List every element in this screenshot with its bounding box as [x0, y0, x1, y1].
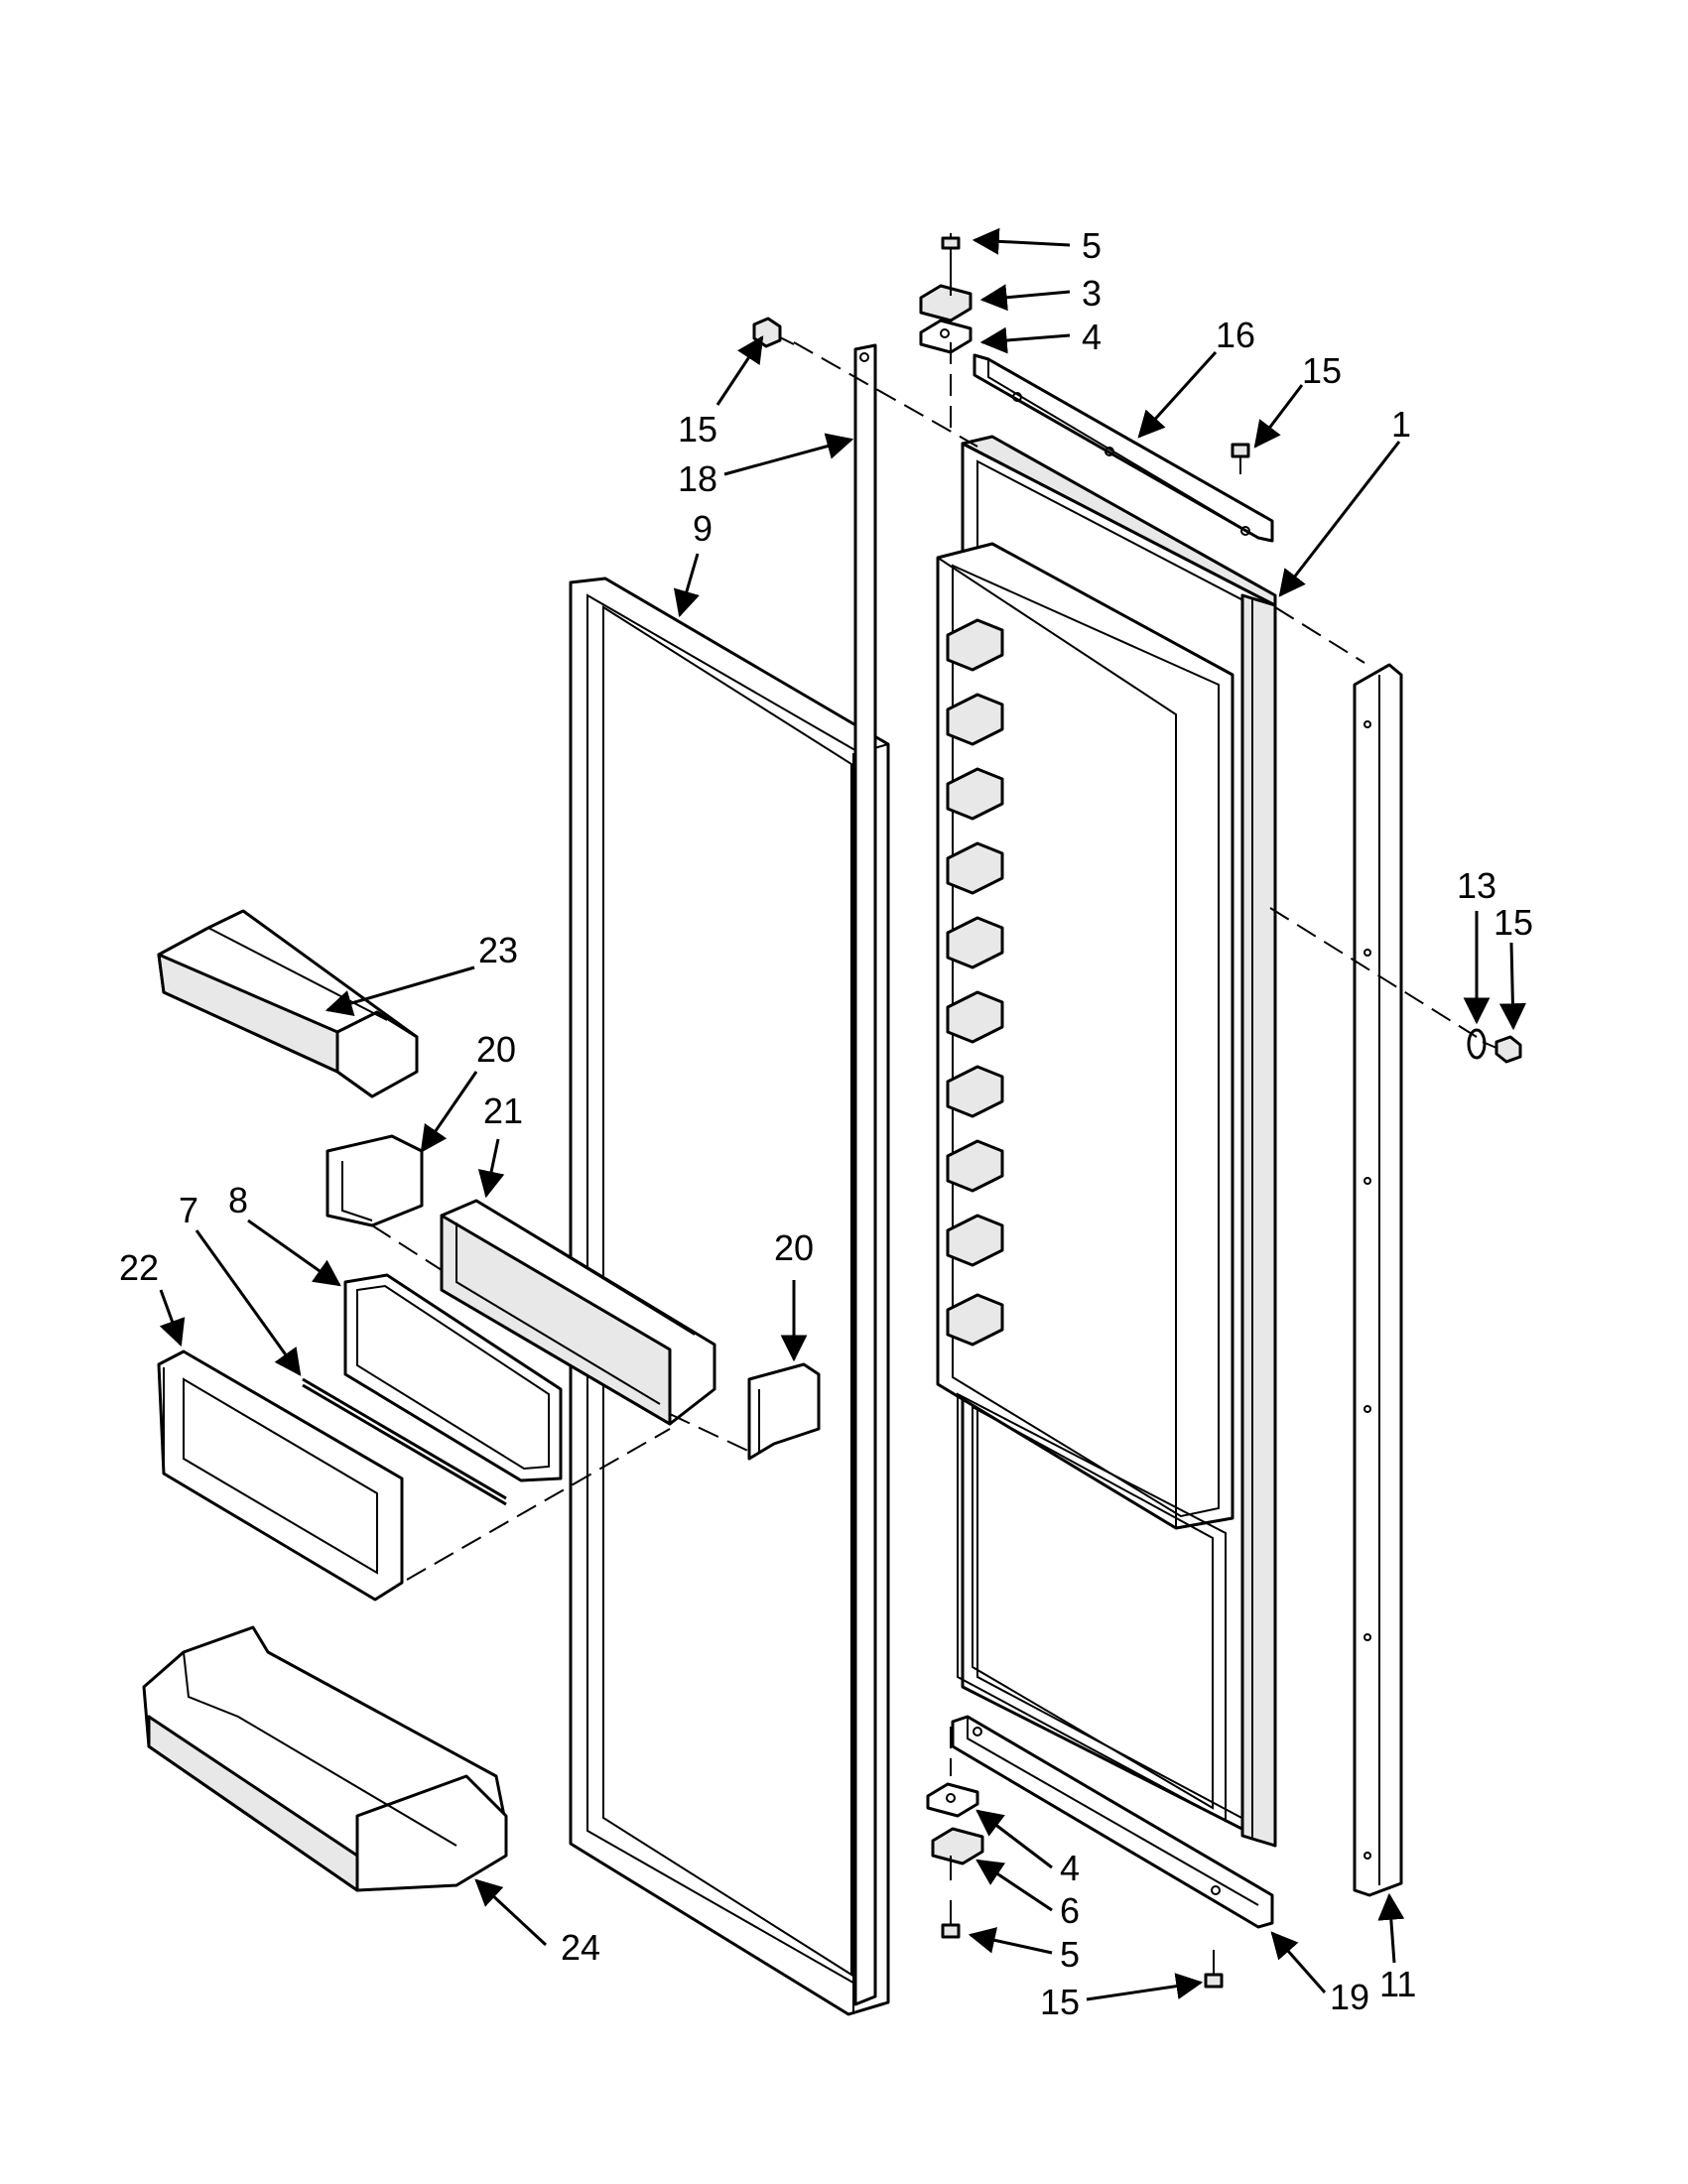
callout-15-bottom: 15 — [1040, 1982, 1080, 2022]
part-16-top-bracket — [973, 353, 1274, 543]
callout-5-bottom: 5 — [1060, 1934, 1080, 1975]
part-7-rod — [302, 1377, 507, 1506]
part-1-door-liner — [936, 435, 1277, 1848]
part-20-end-cap-left — [325, 1134, 424, 1227]
callouts: 5 3 4 16 15 1 15 18 9 13 15 23 20 21 8 7… — [119, 225, 1533, 2022]
callout-15-top-right: 15 — [1302, 350, 1342, 391]
callout-21: 21 — [483, 1091, 523, 1131]
part-11-side-trim — [1353, 663, 1403, 1897]
shelf-rails — [946, 618, 1004, 1347]
part-21-dairy-box — [440, 1199, 716, 1426]
part-22-dairy-door — [157, 1349, 404, 1602]
callout-19: 19 — [1330, 1977, 1369, 2017]
screw-15-top-right — [1231, 443, 1250, 474]
callout-8: 8 — [228, 1180, 248, 1220]
assembly-lines — [371, 341, 1478, 1776]
callout-13: 13 — [1457, 865, 1496, 906]
callout-15-top-left: 15 — [678, 409, 717, 450]
part-19-bottom-bracket — [951, 1715, 1274, 1929]
callout-3: 3 — [1082, 273, 1102, 314]
part-4-hinge-shim-bottom — [926, 1782, 979, 1818]
callout-6: 6 — [1060, 1890, 1080, 1931]
screw-5-top — [941, 236, 961, 260]
callout-7: 7 — [179, 1190, 198, 1230]
callout-24: 24 — [561, 1927, 600, 1968]
part-6-hinge-bottom — [931, 1827, 984, 1880]
callout-15-right: 15 — [1493, 902, 1533, 943]
callout-22: 22 — [119, 1247, 159, 1288]
callout-9: 9 — [693, 508, 713, 549]
callout-20-left: 20 — [476, 1029, 516, 1070]
callout-4-bottom: 4 — [1060, 1848, 1080, 1888]
callout-20-mid: 20 — [774, 1227, 814, 1268]
washer-13 — [1467, 1028, 1487, 1060]
part-18-trim-strip — [853, 343, 877, 2006]
callout-5-top: 5 — [1082, 225, 1102, 266]
part-8-window-frame — [343, 1273, 563, 1482]
callout-18: 18 — [678, 458, 717, 499]
screw-15-bottom — [1204, 1950, 1224, 1989]
callout-16: 16 — [1216, 315, 1255, 355]
screw-15-right — [1482, 1035, 1522, 1064]
callout-23: 23 — [478, 930, 518, 970]
part-24-door-bin-large — [142, 1625, 508, 1892]
screw-5-bottom — [941, 1900, 961, 1939]
part-23-door-bin — [157, 909, 419, 1098]
leader-lines — [159, 227, 1526, 2001]
part-20-end-cap-right — [747, 1362, 821, 1461]
part-4-hinge-shim-top — [919, 319, 973, 354]
callout-1: 1 — [1391, 404, 1411, 445]
callout-11: 11 — [1379, 1964, 1416, 2004]
callout-4-top: 4 — [1082, 317, 1102, 357]
